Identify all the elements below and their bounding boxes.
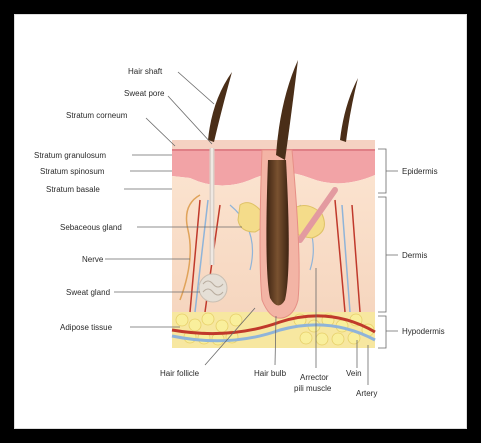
label-stratum-basale: Stratum basale	[46, 185, 100, 194]
left-hair-shaft	[208, 72, 232, 142]
label-arrector-1: Arrector	[300, 373, 329, 382]
label-hair-follicle: Hair follicle	[160, 369, 200, 378]
label-artery: Artery	[356, 389, 377, 398]
label-hair-shaft: Hair shaft	[128, 67, 163, 76]
label-vein: Vein	[346, 369, 362, 378]
skin-block	[172, 140, 375, 348]
label-nerve: Nerve	[82, 255, 104, 264]
label-hair-bulb: Hair bulb	[254, 369, 287, 378]
right-hair-shaft	[340, 78, 358, 142]
label-adipose-tissue: Adipose tissue	[60, 323, 113, 332]
label-sweat-gland: Sweat gland	[66, 288, 110, 297]
label-stratum-spinosum: Stratum spinosum	[40, 167, 105, 176]
label-arrector-2: pili muscle	[294, 384, 332, 393]
label-stratum-corneum: Stratum corneum	[66, 111, 128, 120]
label-sebaceous-gland: Sebaceous gland	[60, 223, 122, 232]
label-epidermis: Epidermis	[402, 167, 438, 176]
sweat-gland-coil	[199, 274, 227, 302]
label-dermis: Dermis	[402, 251, 427, 260]
label-hypodermis: Hypodermis	[402, 327, 445, 336]
layer-brackets	[378, 149, 398, 348]
label-stratum-granulosum: Stratum granulosum	[34, 151, 106, 160]
label-sweat-pore: Sweat pore	[124, 89, 165, 98]
hair-bulb-shape	[266, 160, 288, 306]
